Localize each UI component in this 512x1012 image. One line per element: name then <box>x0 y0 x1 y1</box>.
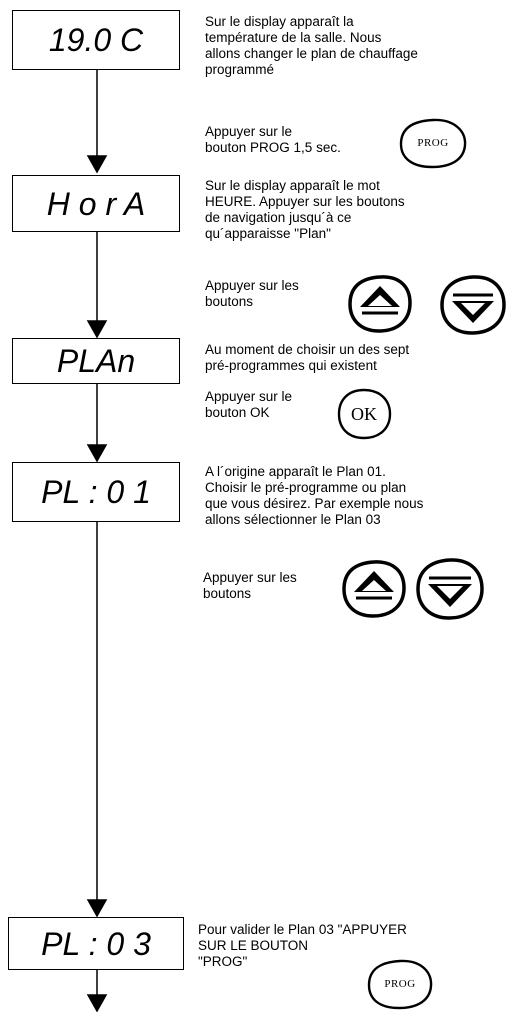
triangle-up-icon <box>360 286 400 315</box>
step-2-instruction: Appuyer sur les boutons <box>205 278 299 309</box>
lcd-display-pl03: PL : 0 3 <box>8 917 184 970</box>
step-5-description: Pour valider le Plan 03 "APPUYER SUR LE … <box>198 922 407 969</box>
arrow-down-icon <box>86 320 108 339</box>
step-4-description: A l´origine apparaît le Plan 01. Choisir… <box>205 464 424 527</box>
lcd-display-pl01: PL : 0 1 <box>12 462 180 522</box>
prog-button[interactable]: PROG <box>366 958 434 1010</box>
triangle-down-icon <box>452 293 494 323</box>
prog-button-label: PROG <box>417 137 449 149</box>
lcd-display-plan: PLAn <box>12 338 180 384</box>
triangle-up-icon <box>354 571 394 600</box>
down-button[interactable] <box>416 558 484 620</box>
lcd-display-temperature: 19.0 C <box>12 10 180 70</box>
up-button[interactable] <box>342 560 406 618</box>
prog-button[interactable]: PROG <box>398 117 468 169</box>
step-3-instruction: Appuyer sur le bouton OK <box>205 389 293 420</box>
prog-button-label: PROG <box>384 978 416 990</box>
step-2-description: Sur le display apparaît le mot HEURE. Ap… <box>205 178 405 241</box>
step-1-description: Sur le display apparaît la température d… <box>205 14 418 77</box>
arrow-down-icon <box>86 994 108 1012</box>
ok-button-label: OK <box>351 403 377 424</box>
lcd-display-hora: H o r A <box>12 175 180 232</box>
triangle-down-icon <box>428 576 472 607</box>
arrow-down-icon <box>86 444 108 463</box>
step-4-instruction: Appuyer sur les boutons <box>203 570 297 601</box>
ok-button[interactable]: OK <box>336 388 392 440</box>
arrow-down-icon <box>86 899 108 918</box>
step-1-instruction: Appuyer sur le bouton PROG 1,5 sec. <box>205 124 341 155</box>
down-button[interactable] <box>440 275 506 335</box>
up-button[interactable] <box>348 275 412 333</box>
arrow-down-icon <box>86 155 108 174</box>
step-3-description: Au moment de choisir un des sept pré-pro… <box>205 342 410 373</box>
